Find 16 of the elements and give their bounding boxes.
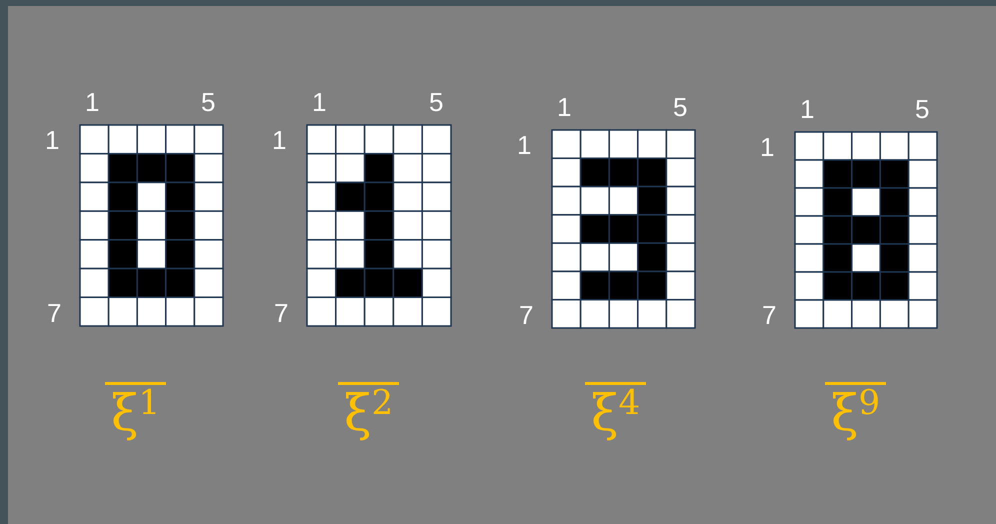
column-number: 1 xyxy=(557,94,572,120)
row-number: 7 xyxy=(47,300,62,326)
column-number: 5 xyxy=(201,89,216,115)
column-number: 1 xyxy=(85,89,100,115)
column-number: 5 xyxy=(429,89,444,115)
row-number: 1 xyxy=(760,134,774,160)
row-number: 1 xyxy=(272,127,286,153)
column-number: 1 xyxy=(800,96,814,122)
column-number: 5 xyxy=(673,94,688,120)
column-number: 5 xyxy=(915,96,930,122)
row-number: 7 xyxy=(519,302,534,328)
row-number: 1 xyxy=(45,127,60,153)
row-number: 7 xyxy=(762,302,776,328)
column-number: 1 xyxy=(312,89,326,115)
row-number: 1 xyxy=(517,132,532,158)
row-number: 7 xyxy=(274,300,288,326)
